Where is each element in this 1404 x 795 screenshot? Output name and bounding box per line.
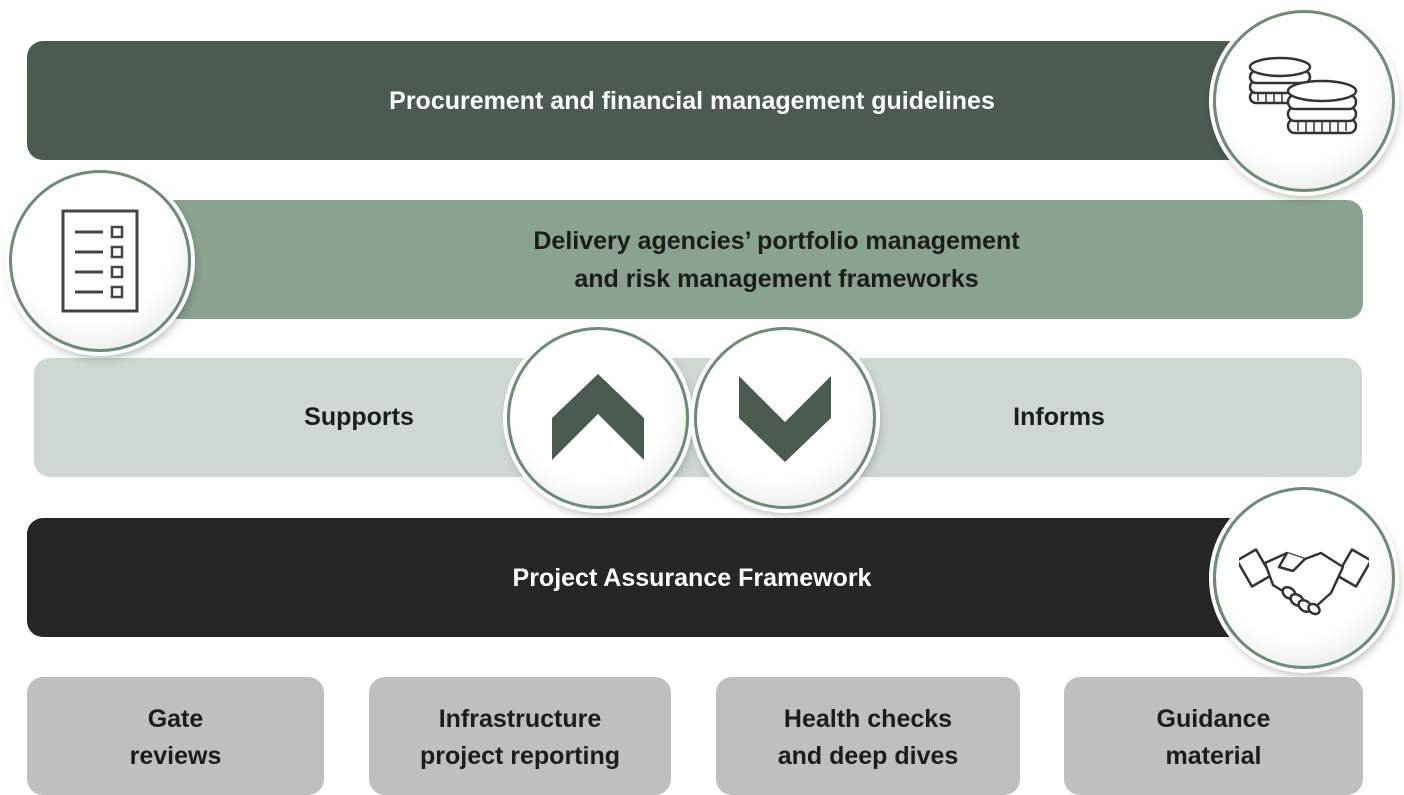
- project-assurance-band: Project Assurance Framework: [27, 518, 1277, 637]
- checklist-icon: [61, 209, 139, 313]
- informs-label: Informs: [1013, 403, 1105, 431]
- infrastructure-reporting-box: Infrastructure project reporting: [369, 677, 671, 795]
- coins-icon: [1248, 56, 1358, 135]
- gate-reviews-box: Gate reviews: [27, 677, 324, 795]
- delivery-agencies-band: Delivery agencies’ portfolio management …: [100, 200, 1363, 319]
- box-line2: and deep dives: [777, 742, 959, 770]
- delivery-agencies-label: Delivery agencies’ portfolio management …: [533, 222, 1019, 298]
- procurement-label: Procurement and financial management gui…: [389, 86, 995, 115]
- chevron-down-icon: [739, 376, 831, 462]
- procurement-band: Procurement and financial management gui…: [27, 41, 1277, 160]
- box-line2: reviews: [129, 742, 222, 770]
- guidance-material-box: Guidance material: [1064, 677, 1363, 795]
- supports-label: Supports: [304, 403, 414, 431]
- delivery-label-line1: Delivery agencies’ portfolio management: [533, 226, 1020, 255]
- down-chevron-circle: [694, 327, 876, 509]
- checklist-circle: [9, 170, 191, 352]
- handshake-icon: [1239, 548, 1369, 616]
- box-line1: Guidance: [1156, 705, 1271, 733]
- chevron-up-icon: [552, 374, 644, 460]
- box-line1: Health checks: [783, 705, 953, 733]
- box-line1: Infrastructure: [438, 705, 602, 733]
- delivery-label-line2: and risk management frameworks: [574, 264, 979, 293]
- box-line2: project reporting: [419, 742, 620, 770]
- up-chevron-circle: [507, 327, 689, 509]
- box-line2: material: [1165, 742, 1262, 770]
- box-line1: Gate: [147, 705, 204, 733]
- project-assurance-label: Project Assurance Framework: [512, 563, 872, 592]
- coins-circle: [1213, 10, 1395, 192]
- handshake-circle: [1213, 487, 1395, 669]
- health-checks-box: Health checks and deep dives: [716, 677, 1020, 795]
